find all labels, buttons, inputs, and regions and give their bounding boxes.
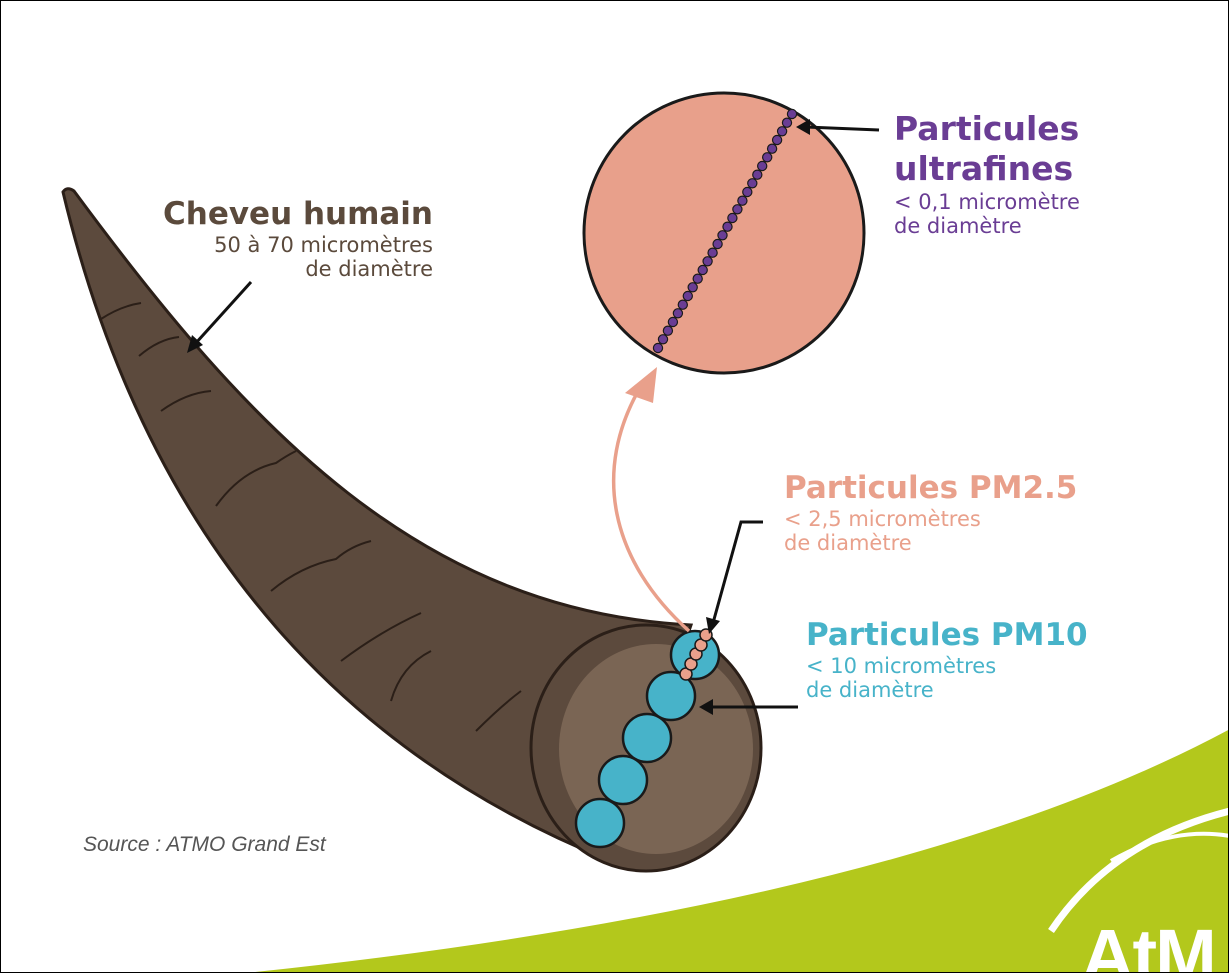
ultrafine-particle (698, 265, 707, 274)
pm10-size-line2: de diamètre (806, 678, 1088, 702)
pm25-pointer (713, 522, 763, 623)
pm25-label: Particules PM2.5 < 2,5 micromètres de di… (784, 471, 1077, 555)
ultrafine-particle (693, 274, 702, 283)
ultrafine-particle (743, 187, 752, 196)
ultrafine-particle (708, 248, 717, 257)
ultrafine-particle (773, 135, 782, 144)
ultrafine-particle (678, 300, 687, 309)
ultrafine-particle (782, 118, 791, 127)
ultrafine-particle (668, 317, 677, 326)
pm25-size-line1: < 2,5 micromètres (784, 507, 1077, 531)
ultrafine-particle (753, 170, 762, 179)
atmo-logo-text: AtM (1081, 913, 1215, 973)
pm10-size-line1: < 10 micromètres (806, 654, 1088, 678)
ultrafine-particle (758, 161, 767, 170)
ultrafine-label: Particules ultrafines < 0,1 micromètre d… (894, 109, 1080, 238)
ultrafine-particle (748, 179, 757, 188)
ultrafine-particle (778, 127, 787, 136)
pm25-title: Particules PM2.5 (784, 471, 1077, 507)
ultrafine-particle (738, 196, 747, 205)
ultrafine-title-line2: ultrafines (894, 149, 1080, 189)
hair-size-line2: de diamètre (1, 257, 433, 281)
ultrafine-particle (688, 283, 697, 292)
hair-label: Cheveu humain 50 à 70 micromètres de dia… (1, 197, 433, 281)
ultrafine-particle (653, 343, 662, 352)
ultrafine-particle (787, 109, 796, 118)
ultrafine-particle (713, 239, 722, 248)
ultrafine-particle (718, 231, 727, 240)
zoom-arrow (614, 386, 689, 631)
ultrafine-particle (658, 335, 667, 344)
ultrafine-particle (683, 291, 692, 300)
pm10-title: Particules PM10 (806, 618, 1088, 654)
source-credit: Source : ATMO Grand Est (83, 833, 326, 857)
ultrafine-size-line2: de diamètre (894, 214, 1080, 238)
ultrafine-particle (673, 309, 682, 318)
ultrafine-size-line1: < 0,1 micromètre (894, 190, 1080, 214)
ultrafine-title-line1: Particules (894, 109, 1080, 149)
pm10-label: Particules PM10 < 10 micromètres de diam… (806, 618, 1088, 702)
zoom-arrowhead (625, 367, 657, 403)
ultrafine-particle (728, 213, 737, 222)
hair-size-line1: 50 à 70 micromètres (1, 233, 433, 257)
ultrafine-particle (733, 205, 742, 214)
hair-pointer (195, 282, 251, 344)
ultrafine-particle (703, 257, 712, 266)
ultrafine-particle (723, 222, 732, 231)
hair-title: Cheveu humain (1, 197, 433, 233)
ultrafine-particle (663, 326, 672, 335)
ultrafine-particle (768, 144, 777, 153)
pm25-size-line2: de diamètre (784, 531, 1077, 555)
ultrafine-particle (763, 153, 772, 162)
